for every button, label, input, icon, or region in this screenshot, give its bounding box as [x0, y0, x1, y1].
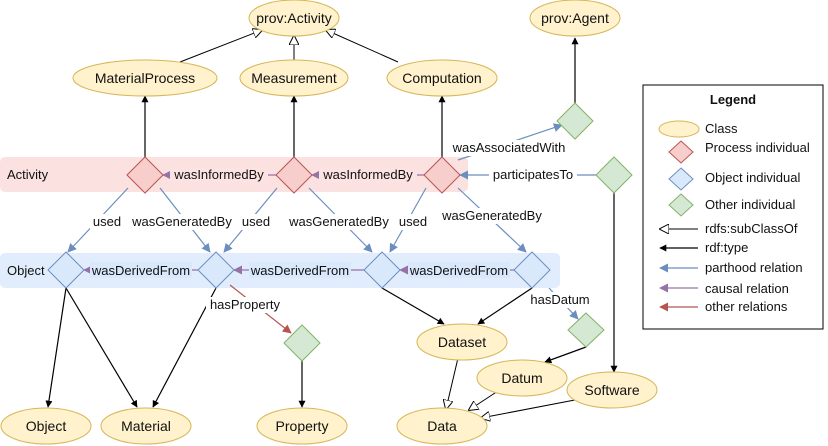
- label-materialprocess: MaterialProcess: [95, 70, 195, 86]
- class-dataset: [416, 323, 508, 361]
- object-individual-1: [47, 251, 85, 289]
- legend-other-label: Other individual: [705, 197, 795, 212]
- rel-used-1: used: [93, 214, 121, 229]
- rel-informed-1: wasInformedBy: [173, 167, 264, 182]
- legend-causal-label: causal relation: [705, 281, 789, 296]
- rel-generated-1: wasGeneratedBy: [131, 214, 232, 229]
- legend-subclass-label: rdfs:subClassOf: [705, 221, 798, 236]
- agent-individual: [556, 102, 594, 140]
- type-edge-o1-material: [65, 287, 138, 408]
- type-edge-o4-dataset: [477, 287, 533, 325]
- rel-hasdatum: hasDatum: [530, 292, 589, 307]
- label-data: Data: [427, 418, 457, 434]
- legend-class-swatch: [658, 120, 700, 138]
- class-material: [100, 407, 192, 445]
- process-individuals: [126, 156, 461, 194]
- legend-title: Legend: [710, 92, 756, 107]
- object-individuals: [47, 251, 551, 289]
- label-measurement: Measurement: [251, 70, 337, 86]
- type-edges: [45, 37, 618, 408]
- rel-hasproperty: hasProperty: [210, 297, 281, 312]
- class-nodes: [0, 0, 658, 445]
- rel-associated: wasAssociatedWith: [452, 140, 566, 155]
- process-individual-2: [275, 156, 313, 194]
- legend-other-swatch: [668, 193, 694, 217]
- class-object: [0, 407, 92, 445]
- label-computation: Computation: [402, 70, 481, 86]
- label-datum: Datum: [501, 370, 542, 386]
- rel-participates: participatesTo: [493, 167, 573, 182]
- process-individual-1: [126, 156, 164, 194]
- class-prov-agent: [529, 0, 621, 37]
- property-individual: [283, 324, 321, 362]
- subclass-edge-computation: [326, 30, 399, 63]
- object-individual-4: [513, 251, 551, 289]
- label-prov-activity: prov:Activity: [256, 10, 331, 26]
- rel-used-3: used: [399, 214, 427, 229]
- subclass-edge-dataset: [446, 357, 459, 409]
- rel-informed-2: wasInformedBy: [322, 167, 413, 182]
- legend-type-label: rdf:type: [705, 240, 748, 255]
- class-datum: [476, 359, 568, 397]
- type-edge-o2-material: [152, 287, 217, 408]
- rel-used-2: used: [242, 214, 270, 229]
- rel-derived-1: wasDerivedFrom: [91, 263, 190, 278]
- rel-derived-3: wasDerivedFrom: [409, 263, 508, 278]
- subclass-edge-datum: [469, 390, 499, 410]
- subclass-edge-materialprocess: [179, 30, 262, 63]
- legend: Legend Class Process individual Object i…: [642, 84, 824, 330]
- legend-object-swatch: [668, 167, 694, 191]
- legend-class-label: Class: [705, 121, 738, 136]
- rel-derived-2: wasDerivedFrom: [250, 263, 349, 278]
- legend-other-rel-label: other relations: [705, 299, 788, 314]
- software-individual: [595, 156, 633, 194]
- label-dataset: Dataset: [438, 334, 486, 350]
- class-data: [396, 407, 488, 445]
- process-individual-3: [423, 156, 461, 194]
- legend-parthood-label: parthood relation: [705, 260, 803, 275]
- label-property: Property: [276, 418, 329, 434]
- subclass-edges: [179, 30, 581, 418]
- class-materialprocess: [72, 59, 218, 97]
- datum-individual: [567, 312, 605, 348]
- label-software: Software: [584, 382, 639, 398]
- legend-process-label: Process individual: [705, 140, 810, 155]
- label-object: Object: [26, 418, 67, 434]
- relation-labels: wasInformedBy wasInformedBy wasAssociate…: [90, 140, 593, 313]
- other-individuals: [283, 102, 633, 362]
- label-prov-agent: prov:Agent: [541, 10, 609, 26]
- class-software: [566, 371, 658, 409]
- class-computation: [386, 59, 498, 97]
- label-material: Material: [121, 418, 171, 434]
- class-measurement: [239, 59, 349, 97]
- rel-generated-3: wasGeneratedBy: [441, 208, 542, 223]
- object-individual-2: [197, 251, 235, 289]
- legend-process-swatch: [668, 140, 694, 164]
- object-band-label: Object: [7, 263, 45, 278]
- class-prov-activity: [248, 0, 340, 37]
- type-edge-o3-dataset: [381, 287, 445, 325]
- type-edge-datum: [544, 346, 587, 364]
- object-individual-3: [363, 251, 401, 289]
- activity-band-label: Activity: [7, 167, 49, 182]
- subclass-edge-software: [481, 398, 581, 418]
- type-edge-o1-object: [45, 287, 67, 408]
- rel-generated-2: wasGeneratedBy: [288, 214, 389, 229]
- class-property: [256, 407, 348, 445]
- legend-object-label: Object individual: [705, 170, 800, 185]
